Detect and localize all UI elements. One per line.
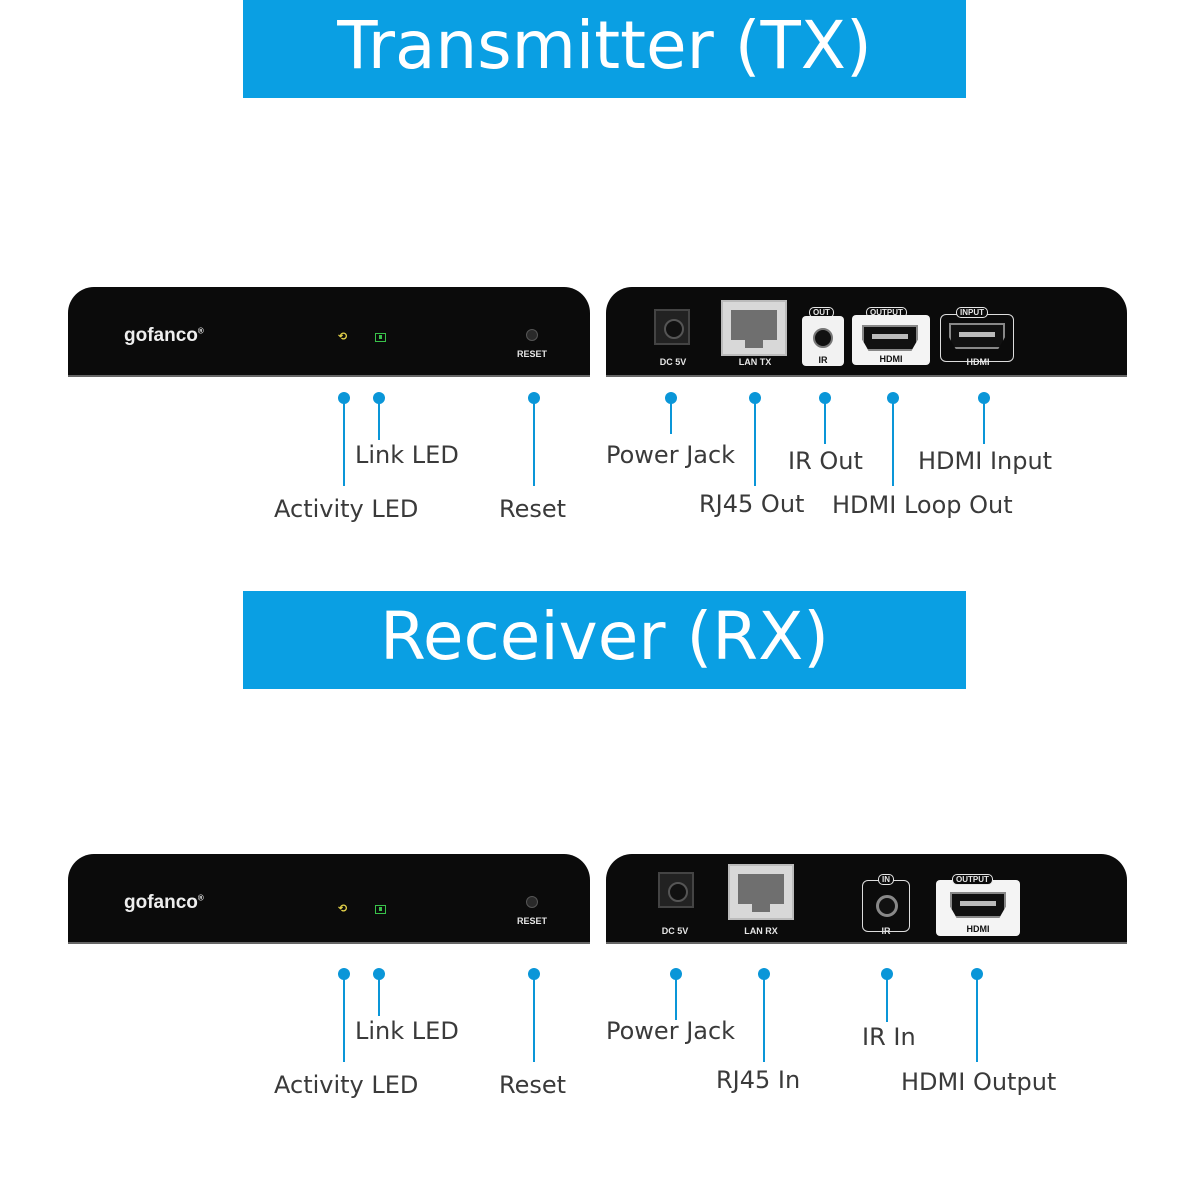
tx-lan-label: LAN TX <box>738 357 772 367</box>
tx-dc-label: DC 5V <box>659 357 687 367</box>
link-led-icon <box>375 333 386 342</box>
receiver-title: Receiver (RX) <box>379 598 830 675</box>
rx-hdmi-out-label: HDMI <box>966 924 990 934</box>
tx-hdmi-out-label: HDMI <box>879 354 903 364</box>
tx-ir-out-port-icon <box>802 316 844 366</box>
rx-ir-callout: IR In <box>862 1023 916 1051</box>
rx-rj45-callout: RJ45 In <box>716 1066 801 1094</box>
tx-logo: gofanco® <box>124 325 204 347</box>
tx-link-led-callout: Link LED <box>355 441 459 469</box>
tx-ir-label: IR <box>818 355 828 365</box>
rx-front-panel: gofanco® ⟲ RESET <box>68 854 590 944</box>
tx-hdmi-input-port-icon <box>940 314 1014 362</box>
rx-logo: gofanco® <box>124 892 204 914</box>
tx-reset-label: RESET <box>516 349 547 359</box>
transmitter-title: Transmitter (TX) <box>337 7 872 84</box>
rx-hdmi-output-callout: HDMI Output <box>901 1068 1057 1096</box>
tx-front-panel: gofanco® ⟲ RESET <box>68 287 590 377</box>
tx-hdmi-input-line <box>983 398 985 444</box>
activity-led-icon: ⟲ <box>338 330 348 343</box>
rx-hdmi-output-port-icon <box>936 880 1020 936</box>
rx-reset-line <box>533 974 535 1062</box>
rx-power-jack-callout: Power Jack <box>606 1017 736 1045</box>
rx-ir-line <box>886 974 888 1022</box>
rx-power-jack-line <box>675 974 677 1020</box>
rx-dc-label: DC 5V <box>661 926 689 936</box>
rx-hdmi-output-line <box>976 974 978 1062</box>
receiver-title-banner: Receiver (RX) <box>243 591 966 689</box>
tx-ir-line <box>824 398 826 444</box>
tx-rj45-callout: RJ45 Out <box>699 490 805 518</box>
reset-button[interactable] <box>526 329 538 341</box>
tx-dc-jack-icon <box>654 309 690 345</box>
tx-reset-callout: Reset <box>499 495 567 523</box>
rx-ir-label: IR <box>881 926 891 936</box>
rx-rj45-line <box>763 974 765 1062</box>
rx-logo-mark: ® <box>197 893 204 903</box>
tx-ir-callout: IR Out <box>788 447 863 475</box>
rx-hdmi-out-tag: OUTPUT <box>952 874 993 885</box>
tx-hdmi-input-callout: HDMI Input <box>918 447 1053 475</box>
transmitter-title-banner: Transmitter (TX) <box>243 0 966 98</box>
tx-logo-text: gofanco <box>124 325 198 346</box>
rx-lan-label: LAN RX <box>744 926 778 936</box>
rx-dc-jack-icon <box>658 872 694 908</box>
tx-rj45-port-icon <box>721 300 787 356</box>
rx-activity-led-icon: ⟲ <box>338 902 348 915</box>
tx-rj45-line <box>754 398 756 486</box>
rx-reset-label: RESET <box>516 916 547 926</box>
tx-hdmi-loop-line <box>892 398 894 486</box>
tx-link-led-line <box>378 398 380 440</box>
tx-hdmi-loop-callout: HDMI Loop Out <box>832 491 1013 519</box>
rx-activity-led-line <box>343 974 345 1062</box>
tx-hdmi-loop-port-icon <box>852 315 930 365</box>
rx-ir-in-port-icon <box>862 880 910 932</box>
tx-hdmi-in-tag: INPUT <box>956 307 988 318</box>
rx-link-led-callout: Link LED <box>355 1017 459 1045</box>
tx-logo-mark: ® <box>197 326 204 336</box>
rx-rj45-port-icon <box>728 864 794 920</box>
tx-back-panel: DC 5V LAN TX OUT IR OUTPUT HDMI INPUT HD… <box>606 287 1127 377</box>
rx-link-led-icon <box>375 905 386 914</box>
rx-ir-tag: IN <box>878 874 894 885</box>
rx-logo-text: gofanco <box>124 892 198 913</box>
tx-power-jack-callout: Power Jack <box>606 441 736 469</box>
tx-activity-led-callout: Activity LED <box>274 495 419 523</box>
tx-reset-line <box>533 398 535 486</box>
tx-hdmi-in-label: HDMI <box>966 357 990 367</box>
rx-reset-button[interactable] <box>526 896 538 908</box>
rx-back-panel: DC 5V LAN RX IN IR OUTPUT HDMI <box>606 854 1127 944</box>
tx-activity-led-line <box>343 398 345 486</box>
tx-power-jack-line <box>670 398 672 434</box>
rx-activity-led-callout: Activity LED <box>274 1071 419 1099</box>
rx-link-led-line <box>378 974 380 1016</box>
rx-reset-callout: Reset <box>499 1071 567 1099</box>
